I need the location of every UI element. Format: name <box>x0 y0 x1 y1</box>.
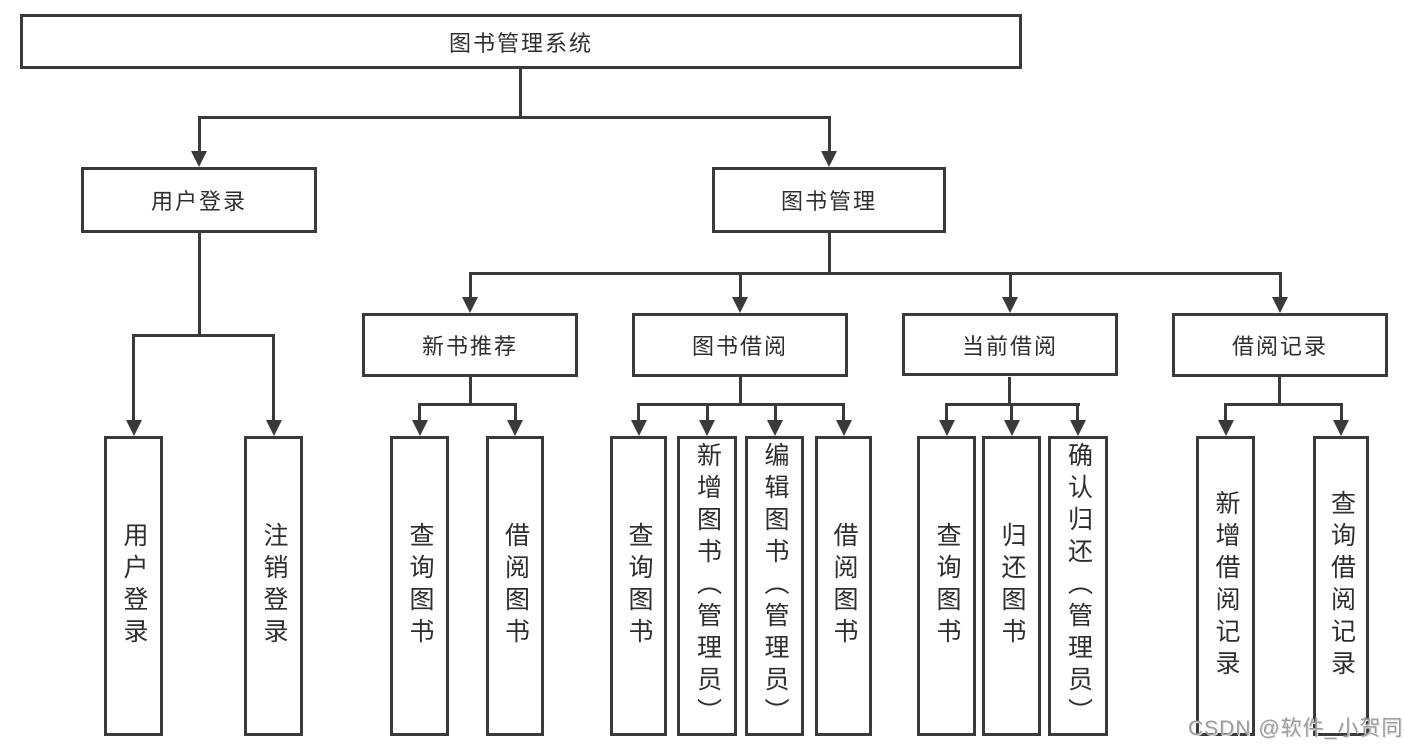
node-book-management-system: 图书管理系统 <box>20 14 1022 69</box>
node-label: 用户登录 <box>150 189 247 214</box>
node-new-book-recommend: 新书推荐 <box>362 313 578 377</box>
node-label: 新增图书（管理员） <box>693 442 722 730</box>
watermark: CSDN @软件_小贺同学 <box>1188 717 1405 740</box>
arrow-down-icon <box>939 420 955 436</box>
connector-vline <box>1340 403 1343 421</box>
connector-vline <box>739 272 742 298</box>
node-current-borrow: 当前借阅 <box>902 313 1118 376</box>
connector-vline <box>198 116 201 152</box>
leaf-search-book-1: 查询图书 <box>390 436 449 736</box>
arrow-down-icon <box>1004 420 1020 436</box>
arrow-down-icon <box>836 420 852 436</box>
leaf-user-login: 用户登录 <box>104 436 163 736</box>
arrow-down-icon <box>126 420 142 436</box>
node-label: 注销登录 <box>260 522 288 650</box>
node-book-borrow: 图书借阅 <box>632 313 848 377</box>
connector-vline <box>774 403 777 421</box>
node-label: 图书借阅 <box>691 334 788 359</box>
arrow-down-icon <box>1002 297 1018 313</box>
node-book-management: 图书管理 <box>712 167 946 233</box>
arrow-down-icon <box>412 420 428 436</box>
node-label: 图书管理 <box>780 189 877 214</box>
connector-vline <box>1008 377 1011 405</box>
node-label: 新增借阅记录 <box>1212 490 1240 682</box>
connector-vline <box>519 68 522 118</box>
node-label: 查询图书 <box>625 522 653 650</box>
arrow-down-icon <box>821 151 837 167</box>
leaf-edit-book-admin: 编辑图书（管理员） <box>745 436 804 736</box>
connector-hline <box>418 403 517 406</box>
connector-vline <box>1278 377 1281 405</box>
connector-vline <box>418 403 421 421</box>
connector-vline <box>272 334 275 421</box>
arrow-down-icon <box>266 420 282 436</box>
leaf-add-borrow-record: 新增借阅记录 <box>1196 436 1255 736</box>
connector-vline <box>469 377 472 405</box>
arrow-down-icon <box>732 297 748 313</box>
leaf-search-book-3: 查询图书 <box>917 436 976 736</box>
connector-vline <box>828 233 831 274</box>
arrow-down-icon <box>1070 420 1086 436</box>
connector-vline <box>1224 403 1227 421</box>
node-label: 借阅图书 <box>830 522 858 650</box>
connector-hline <box>1224 403 1343 406</box>
node-label: 归还图书 <box>998 522 1026 650</box>
arrow-down-icon <box>631 420 647 436</box>
connector-vline <box>706 403 709 421</box>
node-label: 编辑图书（管理员） <box>761 442 789 730</box>
leaf-logout: 注销登录 <box>244 436 303 736</box>
arrow-down-icon <box>699 420 715 436</box>
node-label: 查询借阅记录 <box>1327 490 1356 682</box>
connector-vline <box>739 377 742 405</box>
arrow-down-icon <box>1218 420 1234 436</box>
node-label: 确认归还（管理员） <box>1064 442 1093 730</box>
arrow-down-icon <box>507 420 523 436</box>
connector-vline <box>637 403 640 421</box>
connector-hline <box>469 272 1282 275</box>
arrow-down-icon <box>767 420 783 436</box>
node-user-login: 用户登录 <box>81 167 317 233</box>
connector-vline <box>842 403 845 421</box>
connector-vline <box>1076 403 1079 421</box>
node-borrow-records: 借阅记录 <box>1172 313 1388 377</box>
connector-vline <box>198 233 201 336</box>
node-label: 查询图书 <box>933 522 961 650</box>
arrow-down-icon <box>462 297 478 313</box>
leaf-add-book-admin: 新增图书（管理员） <box>677 436 737 736</box>
node-label: 用户登录 <box>120 522 148 650</box>
connector-hline <box>637 403 845 406</box>
node-label: 图书管理系统 <box>448 30 593 56</box>
leaf-confirm-return-admin: 确认归还（管理员） <box>1048 436 1108 736</box>
connector-vline <box>1279 272 1282 298</box>
connector-vline <box>1010 403 1013 421</box>
connector-vline <box>945 403 948 421</box>
leaf-search-book-2: 查询图书 <box>610 436 667 736</box>
arrow-down-icon <box>191 151 207 167</box>
leaf-return-book: 归还图书 <box>982 436 1041 736</box>
connector-vline <box>132 334 135 421</box>
connector-hline <box>132 334 275 337</box>
leaf-borrow-book-1: 借阅图书 <box>486 436 544 736</box>
node-label: 借阅记录 <box>1231 334 1328 359</box>
connector-vline <box>1009 272 1012 298</box>
leaf-search-borrow-record: 查询借阅记录 <box>1313 436 1369 736</box>
node-label: 借阅图书 <box>501 522 530 650</box>
leaf-borrow-book-2: 借阅图书 <box>815 436 872 736</box>
connector-vline <box>828 116 831 152</box>
connector-hline <box>198 116 831 119</box>
connector-vline <box>514 403 517 421</box>
node-label: 新书推荐 <box>421 334 518 359</box>
arrow-down-icon <box>1272 297 1288 313</box>
arrow-down-icon <box>1333 420 1349 436</box>
node-label: 查询图书 <box>406 522 434 650</box>
connector-vline <box>469 272 472 298</box>
node-label: 当前借阅 <box>961 333 1058 359</box>
